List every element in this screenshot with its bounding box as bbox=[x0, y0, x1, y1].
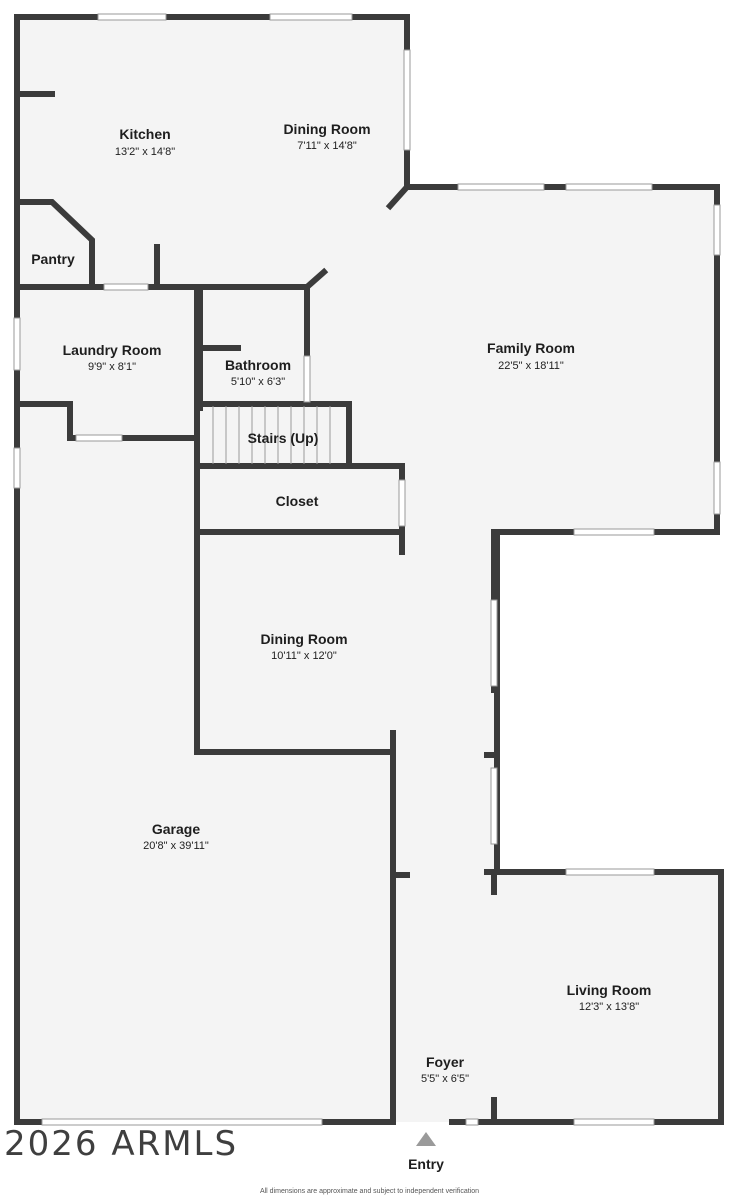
room-name: Family Room bbox=[487, 340, 575, 356]
room-pantry: Pantry bbox=[31, 251, 75, 267]
room-name: Pantry bbox=[31, 251, 75, 267]
room-bathroom: Bathroom 5'10" x 6'3" bbox=[225, 357, 291, 388]
room-name: Bathroom bbox=[225, 357, 291, 373]
room-dimensions: 13'2" x 14'8" bbox=[115, 146, 175, 158]
room-name: Dining Room bbox=[260, 631, 347, 647]
room-dimensions: 5'5" x 6'5" bbox=[421, 1073, 469, 1085]
room-dimensions: 10'11" x 12'0" bbox=[271, 650, 337, 662]
room-dining-mid: Dining Room 10'11" x 12'0" bbox=[260, 631, 347, 662]
room-dimensions: 22'5" x 18'11" bbox=[498, 360, 564, 372]
floor-area bbox=[17, 17, 721, 1122]
room-name: Dining Room bbox=[283, 121, 370, 137]
room-name: Stairs (Up) bbox=[248, 430, 319, 446]
room-name: Garage bbox=[152, 821, 200, 837]
room-name: Kitchen bbox=[119, 126, 170, 142]
room-dimensions: 20'8" x 39'11" bbox=[143, 840, 209, 852]
stair-treads bbox=[212, 406, 331, 464]
room-family: Family Room 22'5" x 18'11" bbox=[487, 340, 575, 372]
disclaimer: All dimensions are approximate and subje… bbox=[259, 1188, 480, 1195]
room-kitchen: Kitchen 13'2" x 14'8" bbox=[115, 126, 175, 158]
watermark: 2026 ARMLS bbox=[4, 1124, 239, 1164]
room-laundry: Laundry Room 9'9" x 8'1" bbox=[63, 342, 162, 373]
entry-arrow-icon bbox=[416, 1132, 436, 1146]
windows bbox=[13, 13, 721, 1126]
room-closet: Closet bbox=[276, 493, 319, 509]
room-name: Foyer bbox=[426, 1054, 465, 1070]
room-dining-top: Dining Room 7'11" x 14'8" bbox=[283, 121, 370, 152]
room-name: Living Room bbox=[567, 982, 652, 998]
entry-label: Entry bbox=[408, 1156, 444, 1172]
room-dimensions: 12'3" x 13'8" bbox=[579, 1001, 639, 1013]
room-name: Closet bbox=[276, 493, 319, 509]
room-garage: Garage 20'8" x 39'11" bbox=[143, 821, 209, 852]
room-name: Laundry Room bbox=[63, 342, 162, 358]
room-foyer: Foyer 5'5" x 6'5" bbox=[421, 1054, 469, 1085]
room-dimensions: 5'10" x 6'3" bbox=[231, 376, 285, 388]
room-living: Living Room 12'3" x 13'8" bbox=[567, 982, 652, 1013]
room-dimensions: 9'9" x 8'1" bbox=[88, 361, 136, 373]
room-dimensions: 7'11" x 14'8" bbox=[297, 140, 357, 152]
room-stairs: Stairs (Up) bbox=[248, 430, 319, 446]
